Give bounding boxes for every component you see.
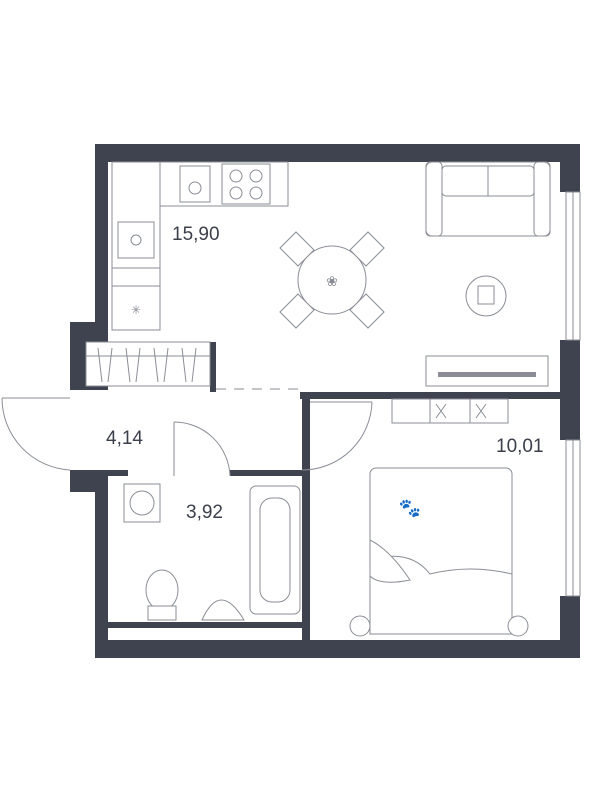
bed-pillow [369, 539, 411, 583]
fridge-snowflake-icon: ✳ [131, 303, 141, 317]
wall-closet-side [210, 342, 216, 392]
toilet [145, 569, 179, 611]
sofa-arm-right [533, 161, 551, 237]
sink-drain [130, 234, 142, 246]
burner-2 [249, 169, 263, 183]
bathroom-sink [201, 599, 245, 621]
dining-table [297, 245, 367, 315]
chair-se [349, 293, 385, 329]
burner-3 [229, 186, 243, 200]
chair-sw [279, 293, 315, 329]
wall-bath-top-right [230, 470, 310, 476]
kitchen-tap-icon [179, 165, 211, 203]
wall-left-lower [95, 470, 108, 658]
burner-4 [249, 186, 263, 200]
wall-bath-top-left [108, 470, 128, 476]
area-label-bathroom: 3,92 [186, 502, 223, 523]
bathroom-fixtures [123, 483, 301, 621]
washing-machine-drum [129, 490, 155, 516]
wall-right-mid [560, 340, 580, 440]
bathtub [249, 485, 301, 615]
wall-bedroom-top [300, 392, 560, 399]
tv-stand [425, 355, 549, 387]
bedroom-furniture: 🐾 [349, 398, 529, 637]
wall-bottom [95, 640, 565, 658]
nightstand-lamp-right [507, 615, 529, 637]
wall-right-top [560, 144, 580, 192]
round-side-table [465, 275, 507, 317]
bedroom-door-swing [301, 401, 373, 471]
area-label-bedroom: 10,01 [496, 436, 544, 457]
area-label-hallway: 4,14 [106, 428, 143, 449]
entrance-door-swing-left [1, 397, 71, 471]
closet-hangers [97, 347, 197, 383]
wardrobe-hangers [435, 403, 487, 419]
closet [85, 341, 211, 387]
chair-nw [279, 231, 315, 267]
wall-bedroom-left [302, 392, 310, 640]
wall-top [95, 144, 565, 162]
chair-ne [349, 231, 385, 267]
windows [565, 191, 581, 597]
bathtub-basin [259, 497, 291, 603]
sofa-arm-left [425, 161, 443, 237]
table-centerpiece-icon: ❀ [326, 273, 338, 289]
bathroom-door-swing [173, 421, 231, 477]
wall-bath-bottom [108, 622, 302, 628]
toilet-tank [147, 605, 177, 621]
wall-left-upper [95, 144, 108, 324]
hall-closet [85, 341, 211, 387]
pet-icon: 🐾 [399, 498, 421, 518]
cooktop-icon [221, 163, 271, 205]
area-label-kitchen-living: 15,90 [172, 224, 220, 245]
kitchen-living-furniture: ✳ ❀ [111, 161, 551, 387]
side-table-item [477, 285, 495, 305]
burner-1 [229, 169, 243, 183]
nightstand-lamp-left [349, 615, 371, 637]
tv-icon [438, 372, 536, 377]
doors [1, 388, 373, 477]
tap-basin [188, 181, 202, 195]
wall-right-bottom [560, 596, 580, 658]
bedroom-wardrobe [391, 398, 509, 424]
